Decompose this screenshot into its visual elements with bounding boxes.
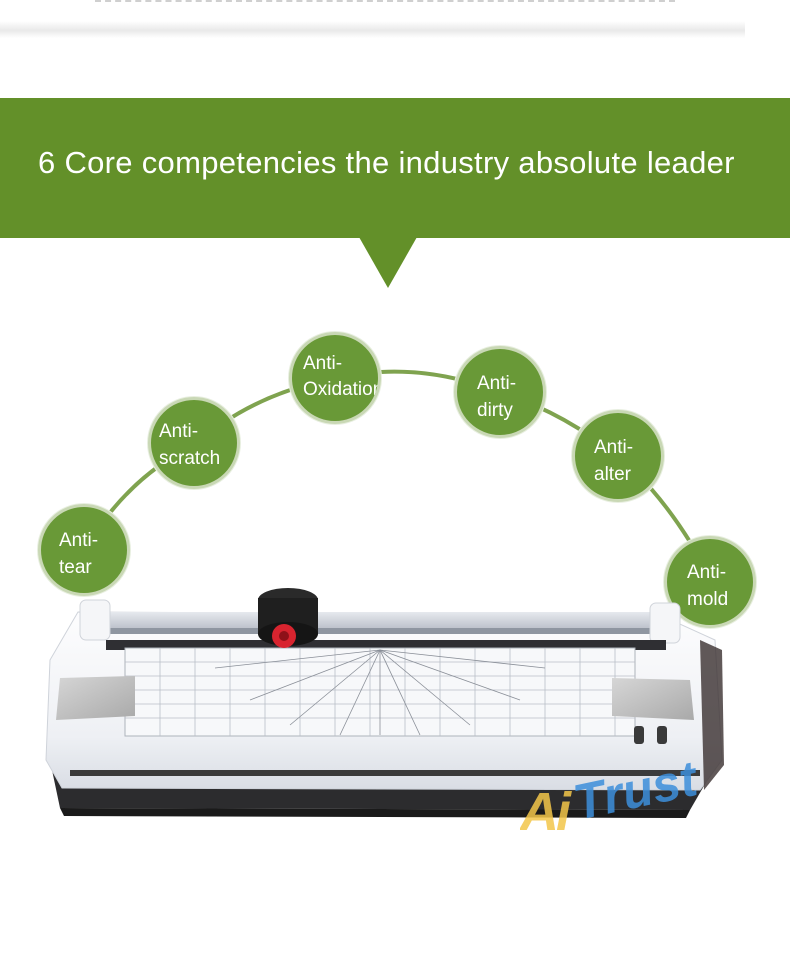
svg-text:A: A (520, 782, 559, 842)
feature-label-line2: alter (594, 464, 631, 485)
feature-label-line2: dirty (477, 400, 513, 421)
feature-label-line2: Oxidation (303, 379, 381, 400)
feature-circle-anti-scratch: Anti- scratch (148, 397, 240, 489)
top-divider-strip (0, 0, 745, 38)
svg-text:Trust: Trust (569, 750, 704, 831)
feature-label-line1: Anti- (303, 353, 343, 374)
feature-circle-anti-dirty: Anti- dirty (454, 346, 546, 438)
feature-label-line1: Anti- (159, 421, 199, 442)
feature-circle-anti-oxidation: Anti- Oxidation (289, 332, 381, 424)
brand-watermark-logo: A i Trust (520, 750, 704, 842)
banner-pointer (359, 237, 417, 288)
feature-label-line1: Anti- (687, 562, 727, 583)
feature-label-line2: tear (59, 557, 92, 578)
feature-label-line1: Anti- (594, 437, 634, 458)
title-banner (0, 98, 790, 238)
svg-text:i: i (556, 782, 572, 842)
feature-circle-anti-tear: Anti- tear (38, 504, 130, 596)
feature-label-line2: mold (687, 589, 729, 610)
banner-title: 6 Core competencies the industry absolut… (38, 145, 735, 180)
feature-label-line2: scratch (159, 448, 221, 469)
feature-label-line1: Anti- (59, 530, 99, 551)
feature-label-line1: Anti- (477, 373, 517, 394)
feature-circle-anti-alter: Anti- alter (572, 410, 664, 502)
dashed-line (95, 0, 675, 4)
